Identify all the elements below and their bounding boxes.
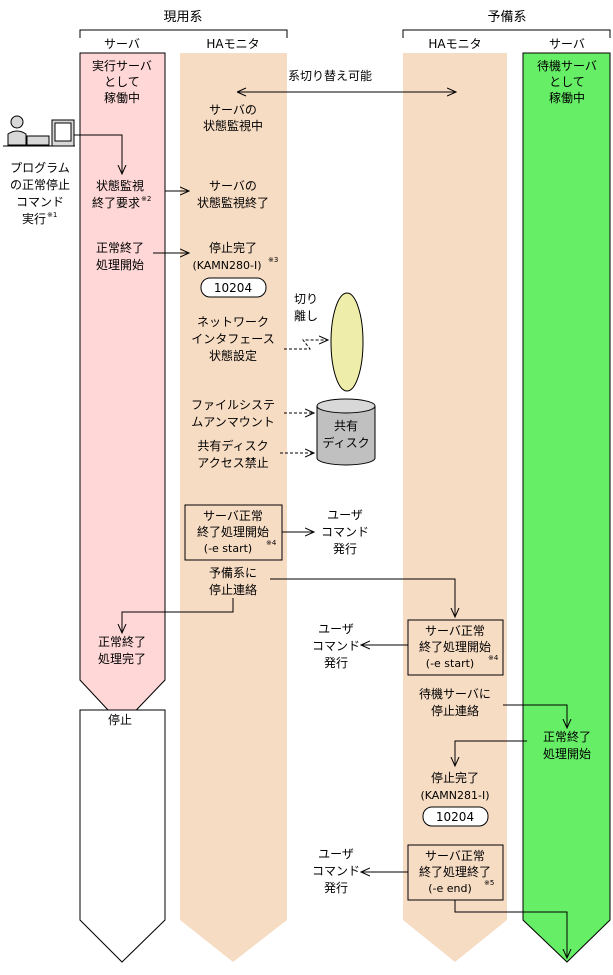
active-server-status-2: として xyxy=(104,75,140,89)
arrow-network xyxy=(284,340,328,350)
cmd-end-box-2: 終了処理終了 xyxy=(419,864,491,879)
header-active-hamon: HAモニタ xyxy=(206,37,259,51)
user-cmd2-1: ユーザ xyxy=(318,622,354,636)
cmd-start-box1-1: サーバ正常 xyxy=(203,509,263,523)
code1-badge xyxy=(200,277,267,298)
cmd-start-box1-3: (-e start) xyxy=(204,542,252,555)
program-3: コマンド xyxy=(16,195,64,209)
disk-access-1: 共有ディスク xyxy=(197,438,268,453)
shared-disk-2: ディスク xyxy=(322,435,369,450)
cmd-end-box xyxy=(407,844,504,901)
user-cmd1-1: ユーザ xyxy=(327,508,363,522)
normal-start-1: 正常終了 xyxy=(96,240,144,255)
arrow-back-to-server xyxy=(122,598,234,633)
note-1: ※1 xyxy=(47,211,57,219)
normal-start-2: 処理開始 xyxy=(96,258,144,272)
operator-icon xyxy=(3,115,75,147)
note-2a: ※2 xyxy=(141,195,151,203)
normal-done-2: 処理完了 xyxy=(98,651,146,666)
stopped-label: 停止 xyxy=(108,712,132,727)
stop-done1-2: (KAMN280-I) xyxy=(192,259,261,272)
monitor-end-1: サーバの xyxy=(209,179,257,193)
cmd-start-box2-1: サーバ正常 xyxy=(425,624,485,638)
arrow-to-end xyxy=(454,900,567,958)
network-interface-ellipse xyxy=(330,292,364,392)
stop-done2-2: (KAMN281-I) xyxy=(420,789,489,802)
network-1: ネットワーク xyxy=(197,315,269,329)
note-3: ※3 xyxy=(268,256,278,264)
standby-server-lane xyxy=(522,52,611,963)
active-server-status-1: 実行サーバ xyxy=(92,58,152,73)
standby-hamon-lane xyxy=(403,53,507,962)
user-cmd3-3: 発行 xyxy=(324,881,348,895)
arrow-back-to-hamon xyxy=(455,740,527,766)
stop-done1-1: 停止完了 xyxy=(209,240,257,255)
fs-unmount-1: ファイルシステ xyxy=(191,398,275,412)
notify-wait-2: 停止連絡 xyxy=(431,703,479,718)
user-cmd3-2: コマンド xyxy=(312,864,360,878)
note-4b: ※4 xyxy=(488,654,499,662)
program-2: の正常停止 xyxy=(10,177,70,192)
code2-badge xyxy=(422,806,489,827)
note-4a: ※4 xyxy=(266,539,277,547)
normal-start2-1: 正常終了 xyxy=(543,729,591,744)
notify-standby-2: 停止連絡 xyxy=(209,582,257,597)
header-active: 現用系 xyxy=(163,10,202,25)
monitor-stop-req-1: 状態監視 xyxy=(96,178,144,193)
user-cmd2-3: 発行 xyxy=(324,656,348,670)
arrow-to-wait-server xyxy=(503,704,567,728)
standby-server-status-1: 待機サーバ xyxy=(537,58,597,73)
code2-text: 10204 xyxy=(436,810,474,824)
cmd-end-box-1: サーバ正常 xyxy=(425,849,485,863)
user-cmd1-2: コマンド xyxy=(321,525,369,539)
user-cmd1-3: 発行 xyxy=(333,542,357,556)
user-cmd3-1: ユーザ xyxy=(318,847,354,861)
stopped-server-lane xyxy=(79,709,166,963)
isolate-2: 離し xyxy=(294,309,318,323)
user-cmd2-2: コマンド xyxy=(312,639,360,653)
notify-standby-1: 予備系に xyxy=(209,565,257,580)
header-standby: 予備系 xyxy=(487,9,526,25)
normal-start2-2: 処理開始 xyxy=(543,747,591,761)
program-1: プログラム xyxy=(10,161,70,175)
shared-disk-icon xyxy=(316,398,376,466)
active-server-lane xyxy=(79,52,166,726)
header-standby-hamon: HAモニタ xyxy=(428,37,481,51)
program-4: 実行 xyxy=(22,211,46,226)
standby-server-status-2: として xyxy=(549,75,585,89)
fs-unmount-2: ムアンマウント xyxy=(191,415,275,429)
cmd-start-box1 xyxy=(184,504,283,561)
cmd-start-box2 xyxy=(407,619,504,676)
switchable-label: 系切り替え可能 xyxy=(288,69,372,83)
standby-server-status-3: 稼働中 xyxy=(549,90,585,105)
cmd-start-box2-2: 終了処理開始 xyxy=(419,639,491,654)
bracket-standby xyxy=(402,29,611,38)
monitoring-1: サーバの xyxy=(209,103,257,117)
header-standby-server: サーバ xyxy=(549,37,585,51)
monitoring-2: 状態監視中 xyxy=(203,118,263,133)
stop-done2-1: 停止完了 xyxy=(431,770,479,785)
shared-disk-1: 共有 xyxy=(334,419,358,433)
active-server-status-3: 稼働中 xyxy=(104,90,140,105)
normal-done-1: 正常終了 xyxy=(98,634,146,649)
program-arrow xyxy=(74,134,122,174)
disk-access-2: アクセス禁止 xyxy=(197,456,268,470)
monitor-end-2: 状態監視終了 xyxy=(197,195,269,210)
cmd-start-box2-3: (-e start) xyxy=(426,657,474,670)
cmd-start-box1-2: 終了処理開始 xyxy=(197,524,269,539)
bracket-active xyxy=(79,29,288,38)
monitor-stop-req-2: 終了要求 xyxy=(92,195,140,210)
network-3: 状態設定 xyxy=(209,348,257,363)
notify-wait-1: 待機サーバに xyxy=(419,686,491,701)
arrow-to-standby xyxy=(270,578,455,617)
isolate-1: 切り xyxy=(294,292,318,306)
network-2: インタフェース xyxy=(191,332,274,346)
code1-text: 10204 xyxy=(214,281,252,295)
note-5: ※5 xyxy=(484,879,494,887)
cmd-end-box-3: (-e end) xyxy=(428,882,472,895)
header-active-server: サーバ xyxy=(104,37,140,51)
